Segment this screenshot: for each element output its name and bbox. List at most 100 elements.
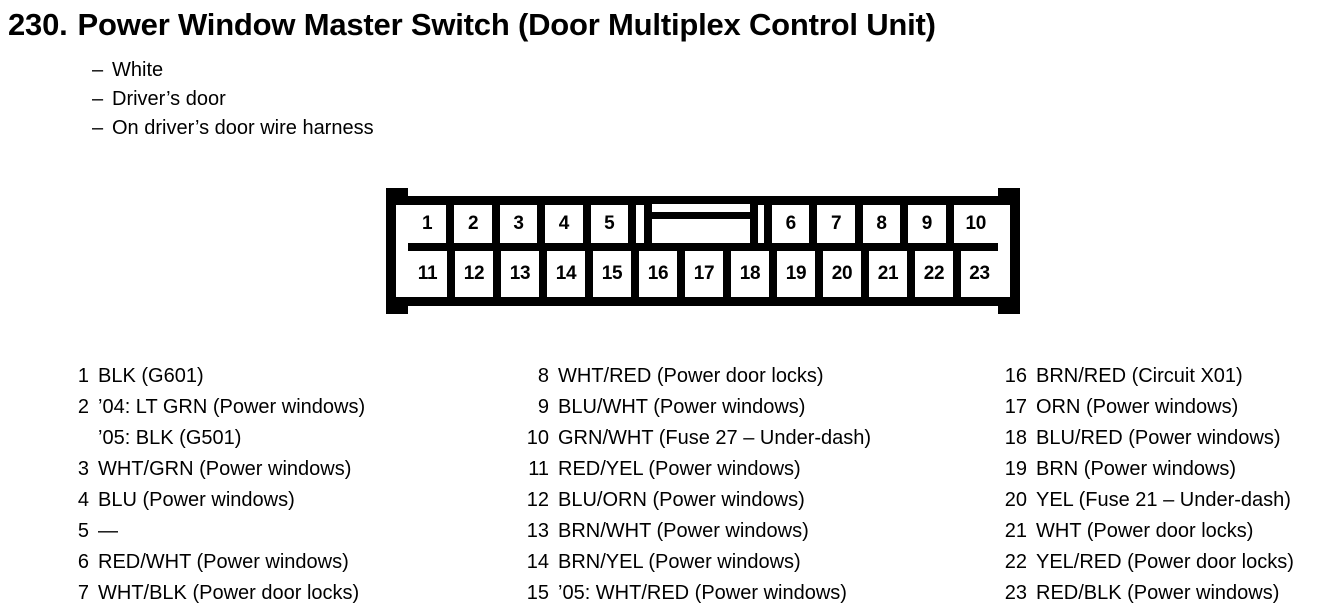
connector-diagram: 1 2 3 4 5 6 7 8 9 10 11 12 13 14 15 16 1… [386,188,1020,314]
legend-item: 9 BLU/WHT (Power windows) [522,392,871,423]
connector-notch-bottom-right [998,305,1010,314]
pin-cell-19[interactable]: 19 [777,251,823,297]
legend-pin-number: 13 [526,520,549,542]
legend-item: 13 BRN/WHT (Power windows) [522,516,871,547]
legend-pin-number: 1 [77,365,89,387]
legend-pin-number: 4 [77,489,89,511]
legend-pin-number: 23 [1004,582,1027,604]
legend-pin-description: ’05: WHT/RED (Power windows) [558,582,847,604]
legend-pin-description: BRN (Power windows) [1036,458,1237,480]
legend-pin-number: 22 [1004,551,1027,573]
legend-item: 15 ’05: WHT/RED (Power windows) [522,578,871,609]
connector-shell-stub [988,196,1010,205]
connector-shell-bottom [408,297,998,306]
connector-top-row: 1 2 3 4 5 6 7 8 9 10 [408,196,998,251]
legend-column-1: 1 BLK (G601) 2 ’04: LT GRN (Power window… [62,361,365,609]
legend-pin-description: — [98,520,118,542]
keyway-bar [652,212,751,219]
legend-pin-description: RED/WHT (Power windows) [98,551,349,573]
pin-cell-4[interactable]: 4 [545,205,591,251]
pin-cell-10[interactable]: 10 [953,205,998,251]
legend-pin-description: YEL/RED (Power door locks) [1036,551,1294,573]
legend-pin-description: RED/BLK (Power windows) [1036,582,1280,604]
legend-pin-description: BLU/RED (Power windows) [1036,427,1281,449]
legend-item: 19 BRN (Power windows) [1000,454,1294,485]
pin-cell-3[interactable]: 3 [499,205,546,251]
connector-notch-top-left [396,188,408,197]
legend-item: 12 BLU/ORN (Power windows) [522,485,871,516]
pin-cell-17[interactable]: 17 [685,251,731,297]
page-title: 230.Power Window Master Switch (Door Mul… [8,6,936,44]
legend-pin-number: 16 [1004,365,1027,387]
pin-cell-13[interactable]: 13 [501,251,547,297]
pin-cell-6[interactable]: 6 [772,205,818,251]
legend-pin-description: WHT (Power door locks) [1036,520,1254,542]
legend-pin-description: BLK (G601) [98,365,204,387]
legend-pin-description-alt: ’05: BLK (G501) [98,427,242,449]
legend-item: 14 BRN/YEL (Power windows) [522,547,871,578]
pin-cell-20[interactable]: 20 [823,251,869,297]
legend-pin-description: BRN/RED (Circuit X01) [1036,365,1243,387]
pin-cell-9[interactable]: 9 [908,205,954,251]
legend-column-3: 16 BRN/RED (Circuit X01) 17 ORN (Power w… [1000,361,1294,609]
legend-pin-number: 2 [77,396,89,418]
legend-pin-description: WHT/BLK (Power door locks) [98,582,360,604]
legend-pin-description: WHT/RED (Power door locks) [558,365,824,387]
pin-cell-5[interactable]: 5 [590,205,637,251]
page-title-number: 230. [8,7,68,42]
pin-cell-21[interactable]: 21 [869,251,915,297]
connector-pin-grid: 1 2 3 4 5 6 7 8 9 10 11 12 13 14 15 16 1… [408,196,998,297]
legend-pin-description: YEL (Fuse 21 – Under-dash) [1036,489,1291,511]
note-label: Driver’s door [112,88,226,110]
note-item: –On driver’s door wire harness [92,114,374,143]
pin-cell-2[interactable]: 2 [454,205,500,251]
legend-pin-number: 3 [77,458,89,480]
legend-pin-number: 10 [526,427,549,449]
pin-cell-7[interactable]: 7 [817,205,863,251]
pin-cell-12[interactable]: 12 [455,251,501,297]
connector-notch-bottom-left [396,305,408,314]
note-label: On driver’s door wire harness [112,117,374,139]
legend-pin-number: 9 [537,396,549,418]
legend-item: 22 YEL/RED (Power door locks) [1000,547,1294,578]
connector-notes: –White –Driver’s door –On driver’s door … [92,56,374,143]
pin-cell-18[interactable]: 18 [731,251,777,297]
pin-cell-14[interactable]: 14 [547,251,593,297]
legend-item: 10 GRN/WHT (Fuse 27 – Under-dash) [522,423,871,454]
note-item: –White [92,56,374,85]
legend-item: 8 WHT/RED (Power door locks) [522,361,871,392]
pin-cell-8[interactable]: 8 [862,205,909,251]
legend-pin-description: WHT/GRN (Power windows) [98,458,352,480]
legend-item: 16 BRN/RED (Circuit X01) [1000,361,1294,392]
legend-pin-description: ’04: LT GRN (Power windows) [98,396,366,418]
legend-pin-description: BLU/ORN (Power windows) [558,489,805,511]
legend-item: 7 WHT/BLK (Power door locks) [62,578,365,609]
legend-pin-number: 6 [77,551,89,573]
pin-cell-1[interactable]: 1 [408,205,455,251]
pin-cell-22[interactable]: 22 [915,251,961,297]
note-item: –Driver’s door [92,85,374,114]
legend-pin-description: GRN/WHT (Fuse 27 – Under-dash) [558,427,872,449]
legend-item: 6 RED/WHT (Power windows) [62,547,365,578]
pin-cell-11[interactable]: 11 [408,251,455,297]
legend-item: 4 BLU (Power windows) [62,485,365,516]
dash-icon: – [92,117,104,139]
legend-pin-number: 5 [77,520,89,542]
connector-shell-stub [396,196,418,205]
note-label: White [112,59,164,81]
pin-cell-15[interactable]: 15 [593,251,639,297]
legend-pin-description: RED/YEL (Power windows) [558,458,801,480]
legend-pin-number: 20 [1004,489,1027,511]
legend-pin-number: 17 [1004,396,1027,418]
pin-cell-23[interactable]: 23 [961,251,998,297]
legend-item: 17 ORN (Power windows) [1000,392,1294,423]
legend-pin-number: 18 [1004,427,1027,449]
legend-pin-description: ORN (Power windows) [1036,396,1239,418]
legend-pin-description: BRN/WHT (Power windows) [558,520,809,542]
legend-pin-description: BLU/WHT (Power windows) [558,396,806,418]
legend-pin-number: 11 [528,458,549,480]
legend-item: 23 RED/BLK (Power windows) [1000,578,1294,609]
pin-cell-16[interactable]: 16 [639,251,685,297]
legend-pin-description: BRN/YEL (Power windows) [558,551,801,573]
legend-column-2: 8 WHT/RED (Power door locks) 9 BLU/WHT (… [522,361,871,609]
